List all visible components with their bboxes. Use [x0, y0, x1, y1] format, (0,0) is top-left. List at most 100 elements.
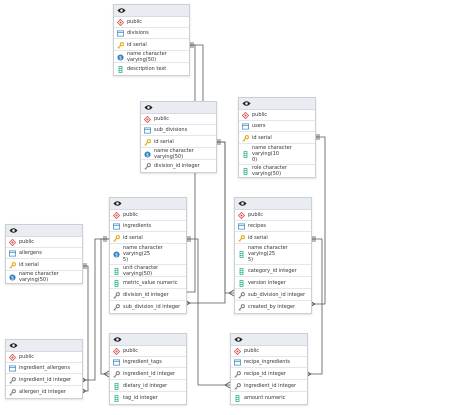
column-icon: [113, 279, 120, 287]
column-row[interactable]: amount numeric: [231, 392, 307, 404]
foreign-key-icon: [238, 291, 245, 299]
relationship-line: [306, 238, 323, 375]
eye-icon[interactable]: [113, 336, 122, 343]
foreign-key-icon: [144, 163, 151, 170]
key-icon: [144, 138, 151, 146]
eye-icon[interactable]: [113, 200, 122, 207]
table-name-row: ingredients: [110, 221, 186, 232]
column-row[interactable]: created_by integer: [235, 301, 311, 313]
svg-text:$: $: [11, 275, 14, 281]
column-row[interactable]: id serial: [239, 132, 315, 144]
column-row[interactable]: name character varying(10 0): [239, 144, 315, 165]
column-icon: [113, 382, 120, 390]
column-row[interactable]: ingredient_id integer: [6, 374, 82, 386]
column-row[interactable]: tag_id integer: [110, 392, 186, 404]
column-row[interactable]: $name character varying(25 5): [110, 244, 186, 265]
table-icon: [234, 359, 241, 366]
table-name-row: ingredient_tags: [110, 357, 186, 368]
foreign-key-icon: [113, 291, 120, 299]
column-row[interactable]: id serial: [114, 39, 189, 51]
table-icon: [242, 123, 249, 130]
column-row[interactable]: id serial: [110, 232, 186, 244]
schema-icon: [112, 347, 121, 356]
table-sub-divisions[interactable]: public sub_divisions id serial $name cha…: [140, 101, 217, 173]
table-name-row: divisions: [114, 28, 189, 39]
table-icon: [113, 223, 120, 230]
table-ingredient-allergens[interactable]: public ingredient_allergens ingredient_i…: [5, 339, 83, 399]
table-header: [231, 334, 307, 346]
foreign-key-icon: [234, 370, 241, 378]
schema-row: public: [6, 352, 82, 363]
relationship-line: [103, 370, 110, 378]
table-name-row: allergens: [6, 248, 82, 259]
column-icon: [113, 395, 120, 402]
table-ingredient-tags[interactable]: public ingredient_tags ingredient_id int…: [109, 333, 187, 405]
foreign-key-icon: [113, 370, 120, 378]
table-name-row: recipes: [235, 221, 311, 232]
column-row[interactable]: dietary_id integer: [110, 380, 186, 392]
column-row[interactable]: division_id integer: [110, 289, 186, 301]
table-name-row: sub_divisions: [141, 125, 216, 136]
svg-text:$: $: [146, 152, 149, 158]
relationship-line: [81, 238, 109, 381]
eye-icon[interactable]: [234, 336, 243, 343]
key-icon: [242, 134, 249, 142]
relationship-line: [100, 238, 109, 375]
column-row[interactable]: ingredient_id integer: [110, 368, 186, 380]
column-icon: [113, 267, 120, 275]
dollar-icon: $: [117, 53, 124, 61]
table-users[interactable]: public users id serial name character va…: [238, 97, 316, 178]
eye-icon[interactable]: [117, 7, 126, 14]
schema-icon: [112, 211, 121, 220]
column-row[interactable]: sub_division_id integer: [110, 301, 186, 313]
column-row[interactable]: recipe_id integer: [231, 368, 307, 380]
foreign-key-icon: [9, 389, 16, 396]
column-row[interactable]: sub_division_id integer: [235, 289, 311, 301]
table-icon: [9, 365, 16, 372]
eye-icon[interactable]: [242, 100, 251, 107]
column-row[interactable]: role character varying(50): [239, 165, 315, 177]
column-row[interactable]: id serial: [235, 232, 311, 244]
table-icon: [113, 359, 120, 366]
dollar-icon: $: [144, 150, 151, 158]
column-row[interactable]: $name character varying(50): [114, 51, 189, 63]
svg-text:$: $: [115, 252, 118, 258]
column-icon: [117, 66, 124, 73]
column-row[interactable]: id serial: [141, 136, 216, 148]
eye-icon[interactable]: [9, 227, 18, 234]
column-row[interactable]: name character varying(25 5): [235, 244, 311, 265]
column-row[interactable]: description text: [114, 63, 189, 75]
column-row[interactable]: category_id integer: [235, 265, 311, 277]
table-header: [141, 102, 216, 114]
schema-icon: [8, 238, 17, 247]
table-ingredients[interactable]: public ingredients id serial $name chara…: [109, 197, 187, 314]
table-recipes[interactable]: public recipes id serial name character …: [234, 197, 312, 314]
column-row[interactable]: version integer: [235, 277, 311, 289]
key-icon: [238, 234, 245, 242]
schema-icon: [143, 115, 152, 124]
eye-icon[interactable]: [9, 342, 18, 349]
column-row[interactable]: metric_value numeric: [110, 277, 186, 289]
schema-row: public: [6, 237, 82, 248]
eye-icon[interactable]: [238, 200, 247, 207]
column-row[interactable]: $name character varying(50): [141, 148, 216, 160]
foreign-key-icon: [234, 382, 241, 390]
foreign-key-icon: [238, 304, 245, 311]
eye-icon[interactable]: [144, 104, 153, 111]
column-row[interactable]: division_id integer: [141, 160, 216, 172]
column-icon: [234, 395, 241, 402]
relationship-line: [228, 289, 235, 297]
column-row[interactable]: $name character varying(50): [9, 271, 61, 283]
column-icon: [242, 168, 249, 175]
table-recipe-ingredients[interactable]: public recipe_ingredients recipe_id inte…: [230, 333, 308, 405]
column-row[interactable]: allergen_id integer: [6, 386, 82, 398]
column-row[interactable]: unit character varying(50): [110, 265, 186, 277]
dollar-icon: $: [9, 274, 16, 281]
table-divisions[interactable]: public divisions id serial $name charact…: [113, 4, 190, 76]
table-name-row: recipe_ingredients: [231, 357, 307, 368]
relationship-line: [185, 238, 230, 386]
column-row[interactable]: ingredient_id integer: [231, 380, 307, 392]
key-icon: [113, 234, 120, 242]
column-row[interactable]: id serial: [6, 259, 82, 271]
table-allergens[interactable]: public allergens id serial $name charact…: [5, 224, 83, 284]
